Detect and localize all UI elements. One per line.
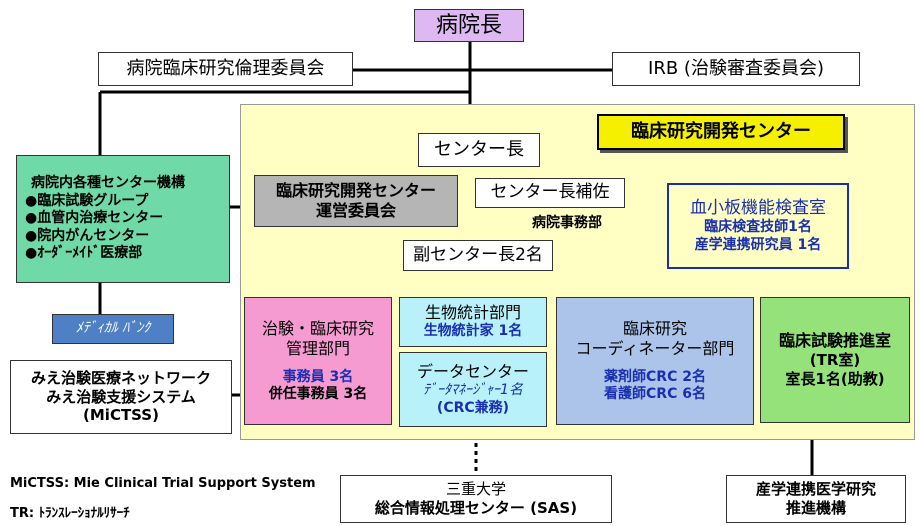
- trial-mgmt-title: 治験・臨床研究: [261, 318, 374, 338]
- industry-academia-box[interactable]: 産学連携医学研究 推進機構: [726, 475, 906, 523]
- center-title-box[interactable]: 臨床研究開発センター: [597, 114, 845, 150]
- hospital-centers-title: 病院内各種センター機構: [31, 175, 185, 192]
- platelet-lab-title: 血小板機能検査室: [690, 197, 826, 218]
- biostat-box[interactable]: 生物統計部門 生物統計家 1名: [399, 297, 547, 347]
- director-label: 病院長: [435, 12, 502, 38]
- steering-committee-box[interactable]: 臨床研究開発センター 運営委員会: [254, 175, 458, 227]
- platelet-lab-line: 産学連携研究員 1名: [694, 236, 822, 253]
- center-head-label: センター長: [434, 138, 524, 160]
- industry-academia-line: 産学連携医学研究: [755, 480, 876, 499]
- hospital-centers-item: ●臨床試験グループ: [25, 192, 149, 209]
- trial-mgmt-title: 管理部門: [285, 338, 350, 358]
- sas-box[interactable]: 三重大学 総合情報処理センター (SAS): [340, 475, 612, 523]
- industry-academia-line: 推進機構: [785, 499, 846, 517]
- platelet-lab-box[interactable]: 血小板機能検査室 臨床検査技師1名 産学連携研究員 1名: [667, 183, 849, 269]
- data-center-title: データセンター: [416, 362, 529, 381]
- network-box[interactable]: みえ治験医療ネットワーク みえ治験支援システム (MiCTSS): [10, 360, 232, 434]
- hospital-centers-item: ●ｵｰﾀﾞｰﾒｲﾄﾞ医療部: [25, 245, 143, 262]
- trial-mgmt-line: 事務員 3名: [282, 368, 354, 385]
- director-box[interactable]: 病院長: [414, 9, 524, 42]
- ethics-committee-box[interactable]: 病院臨床研究倫理委員会: [98, 52, 353, 86]
- steering-committee-line: 臨床研究開発センター: [275, 181, 436, 200]
- hospital-centers-item: ●院内がんセンター: [25, 227, 150, 244]
- coordinator-box[interactable]: 臨床研究 コーディネーター部門 薬剤師CRC 2名 看護師CRC 6名: [556, 297, 754, 425]
- biostat-title: 生物統計部門: [424, 303, 521, 323]
- coordinator-title: コーディネーター部門: [575, 338, 735, 358]
- network-line: みえ治験支援システム: [46, 387, 196, 406]
- trial-promotion-title: 臨床試験推進室: [778, 331, 891, 351]
- biostat-line: 生物統計家 1名: [423, 323, 523, 340]
- center-title-label: 臨床研究開発センター: [631, 120, 811, 142]
- platelet-lab-line: 臨床検査技師1名: [704, 219, 812, 236]
- trial-promotion-line: (TR室): [809, 351, 861, 370]
- hospital-centers-box[interactable]: 病院内各種センター機構 ●臨床試験グループ ●血管内治療センター ●院内がんセン…: [16, 155, 230, 283]
- sas-line: 三重大学: [445, 480, 506, 499]
- data-center-box[interactable]: データセンター ﾃﾞｰﾀﾏﾈｰｼﾞｬｰ1名 (CRC兼務): [399, 352, 547, 427]
- network-line: (MiCTSS): [83, 406, 159, 425]
- medical-bank-box[interactable]: ﾒﾃﾞｨｶﾙ ﾊﾞﾝｸ: [52, 314, 174, 344]
- network-line: みえ治験医療ネットワーク: [30, 368, 211, 387]
- footnote-tr: TR: ﾄﾗﾝｽﾚｰｼｮﾅﾙﾘｻｰﾁ: [10, 506, 130, 521]
- center-head-box[interactable]: センター長: [418, 133, 540, 167]
- data-center-line: (CRC兼務): [436, 399, 510, 416]
- data-center-line: ﾃﾞｰﾀﾏﾈｰｼﾞｬｰ1名: [423, 382, 523, 398]
- trial-mgmt-line: 併任事務員 3名: [268, 386, 368, 402]
- vice-heads-label: 副センター長2名: [413, 244, 543, 265]
- hospital-centers-item: ●血管内治療センター: [25, 210, 164, 227]
- ethics-committee-label: 病院臨床研究倫理委員会: [126, 57, 325, 79]
- trial-promotion-box[interactable]: 臨床試験推進室 (TR室) 室長1名(助教): [760, 297, 910, 423]
- trial-mgmt-box[interactable]: 治験・臨床研究 管理部門 事務員 3名 併任事務員 3名: [244, 297, 392, 425]
- trial-promotion-line: 室長1名(助教): [785, 370, 885, 388]
- steering-committee-line: 運営委員会: [315, 201, 396, 220]
- medical-bank-label: ﾒﾃﾞｨｶﾙ ﾊﾞﾝｸ: [75, 320, 151, 337]
- vice-heads-box[interactable]: 副センター長2名: [403, 240, 553, 271]
- coordinator-line: 薬剤師CRC 2名: [604, 368, 706, 385]
- footnote-mictss: MiCTSS: Mie Clinical Trial Support Syste…: [10, 476, 316, 491]
- hospital-office-label: 病院事務部: [532, 215, 602, 231]
- coordinator-line: 看護師CRC 6名: [604, 386, 706, 402]
- assistant-head-box[interactable]: センター長補佐: [475, 178, 625, 208]
- irb-box[interactable]: IRB (治験審査委員会): [612, 52, 860, 86]
- irb-label: IRB (治験審査委員会): [648, 57, 824, 79]
- coordinator-title: 臨床研究: [622, 318, 687, 338]
- assistant-head-label: センター長補佐: [490, 182, 610, 203]
- sas-line: 総合情報処理センター (SAS): [374, 499, 578, 517]
